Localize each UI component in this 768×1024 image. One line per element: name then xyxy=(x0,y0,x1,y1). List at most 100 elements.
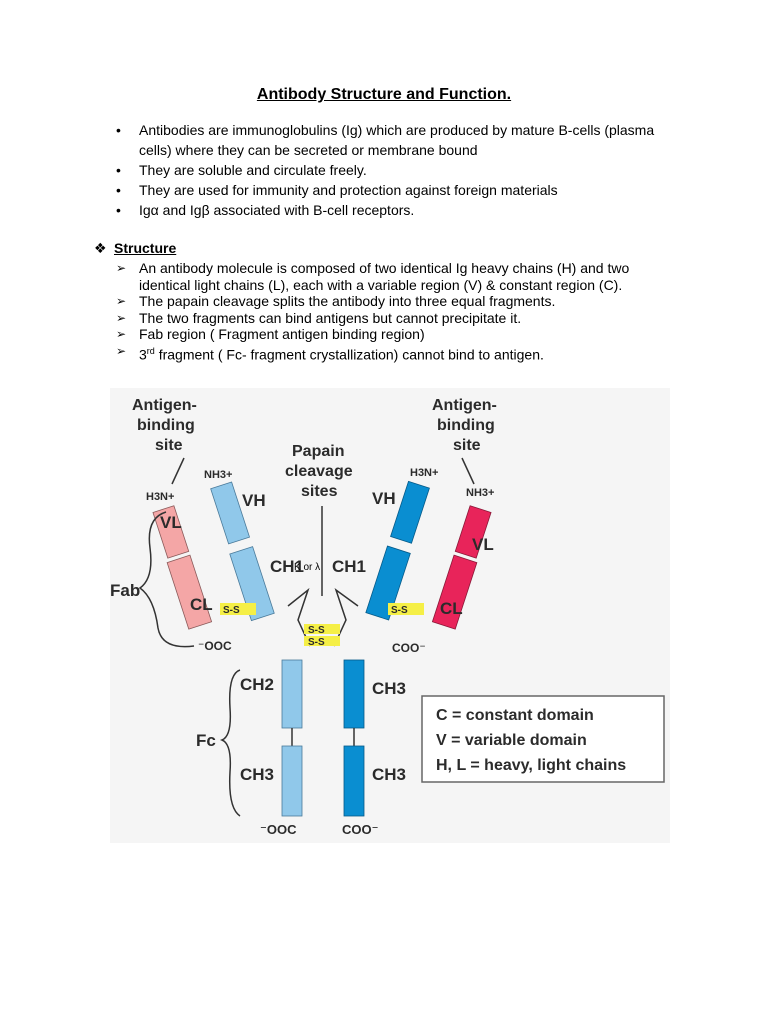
left-ch1-domain xyxy=(229,546,275,622)
structure-item-text: An antibody molecule is composed of two … xyxy=(139,260,630,293)
bullet-text: They are used for immunity and protectio… xyxy=(139,182,558,198)
disulfide-right-label: S-S xyxy=(391,605,408,616)
structure-item-text: The two fragments can bind antigens but … xyxy=(139,309,522,326)
h3n-label: H3N+ xyxy=(146,491,174,503)
antigen-site-left-line2: binding xyxy=(137,417,195,434)
fab-label: Fab xyxy=(110,581,140,600)
structure-heading: ❖ Structure xyxy=(94,240,176,257)
bullet-icon: • xyxy=(116,162,121,178)
left-heavy-chain-fab xyxy=(210,481,275,622)
h3n-label-right: H3N+ xyxy=(410,467,438,479)
structure-item: ➢ The papain cleavage splits the antibody… xyxy=(116,293,676,310)
arrow-bullet-icon: ➢ xyxy=(116,261,127,275)
k-or-lambda-label: K or λ xyxy=(294,562,320,573)
left-light-chain xyxy=(152,505,213,630)
legend-line-3: H, L = heavy, light chains xyxy=(436,757,626,774)
right-vh-domain xyxy=(390,480,430,544)
legend-box xyxy=(421,695,665,783)
antigen-site-left-line3: site xyxy=(155,437,183,454)
bullet-text: Antibodies are immunoglobulins (Ig) whic… xyxy=(139,122,655,158)
vh-label-left: VH xyxy=(242,491,266,510)
bullet-icon: • xyxy=(116,202,121,218)
structure-item: ➢ 3rd fragment ( Fc- fragment crystalliza… xyxy=(116,343,676,363)
fc-left-ch2-domain xyxy=(281,659,303,729)
structure-heading-text: Structure xyxy=(114,240,177,256)
disulfide-hinge-1 xyxy=(304,624,340,634)
ooc-label-top-left: ⁻OOC xyxy=(198,639,232,653)
antigen-site-right-line1: Antigen- xyxy=(432,397,497,414)
structure-item-text: The papain cleavage splits the antibody … xyxy=(139,293,556,309)
structure-item: ➢ The two fragments can bind antigens but… xyxy=(116,310,676,327)
papain-line3: sites xyxy=(301,483,338,500)
antigen-site-right-line3: site xyxy=(453,437,481,454)
pointer-line-right xyxy=(461,457,475,485)
bullet-text: Igα and Igβ associated with B-cell recep… xyxy=(139,202,415,218)
ch3-label-right-top: CH3 xyxy=(372,679,406,698)
cl-label-left: CL xyxy=(190,595,213,614)
bullet-item: • Antibodies are immunoglobulins (Ig) whi… xyxy=(116,120,676,160)
disulfide-hinge-2-label: S-S xyxy=(308,637,325,648)
left-vh-domain xyxy=(210,481,251,545)
fab-brace xyxy=(138,511,195,648)
bullet-text: They are soluble and circulate freely. xyxy=(139,162,367,178)
ch3-label-left: CH3 xyxy=(240,765,274,784)
ch1-label-right: CH1 xyxy=(332,557,366,576)
left-cl-domain xyxy=(166,554,213,630)
bullet-item: • They are soluble and circulate freely. xyxy=(116,160,676,180)
antibody-diagram-svg: Antigen- binding site Antigen- binding s… xyxy=(110,388,670,843)
diamond-bullet-icon: ❖ xyxy=(94,240,107,256)
coo-label-bottom-right: COO⁻ xyxy=(342,822,378,837)
structure-item: ➢ An antibody molecule is composed of two… xyxy=(116,260,676,293)
legend-line-1: C = constant domain xyxy=(436,707,594,724)
fc-right-ch3-domain xyxy=(343,745,365,817)
legend-line-2: V = variable domain xyxy=(436,732,587,749)
vl-label-right: VL xyxy=(472,535,494,554)
disulfide-left xyxy=(220,603,256,615)
antigen-site-left-line1: Antigen- xyxy=(132,397,197,414)
page-title: Antibody Structure and Function. xyxy=(256,86,512,103)
ch2-label-left: CH2 xyxy=(240,675,274,694)
pointer-line-left xyxy=(171,457,185,485)
left-vl-domain xyxy=(152,505,190,559)
right-ch1-domain xyxy=(365,545,411,621)
papain-line2: cleavage xyxy=(285,463,353,480)
arrow-bullet-icon: ➢ xyxy=(116,327,127,341)
vl-label-left: VL xyxy=(160,513,182,532)
ordinal-suffix: rd xyxy=(146,345,155,356)
structure-item-text: fragment ( Fc- fragment crystallization)… xyxy=(154,346,544,363)
right-cl-domain xyxy=(431,554,478,630)
disulfide-left-label: S-S xyxy=(223,605,240,616)
fc-right-ch2-domain xyxy=(343,659,365,729)
nh3-label-left: NH3+ xyxy=(204,469,232,481)
ooc-label-bottom-left: ⁻OOC xyxy=(260,822,297,837)
fc-label: Fc xyxy=(196,731,216,750)
ch3-label-right: CH3 xyxy=(372,765,406,784)
disulfide-right xyxy=(388,603,424,615)
coo-label-top-right: COO⁻ xyxy=(392,641,426,655)
arrow-bullet-icon: ➢ xyxy=(116,343,127,358)
fc-brace xyxy=(219,669,241,817)
arrow-bullet-icon: ➢ xyxy=(116,310,127,325)
right-light-chain xyxy=(431,505,492,630)
structure-item-text: Fab region ( Fragment antigen binding re… xyxy=(139,326,425,342)
fc-left-ch3-domain xyxy=(281,745,303,817)
right-vl-domain xyxy=(454,505,492,559)
papain-line1: Papain xyxy=(292,443,344,460)
antigen-site-right-line2: binding xyxy=(437,417,495,434)
bullet-icon: • xyxy=(116,182,121,198)
arrow-bullet-icon: ➢ xyxy=(116,294,127,308)
bullet-icon: • xyxy=(116,122,121,138)
intro-bullets: • Antibodies are immunoglobulins (Ig) whi… xyxy=(116,120,676,220)
nh3-label-right: NH3+ xyxy=(466,487,494,499)
disulfide-hinge-2 xyxy=(304,636,340,646)
cl-label-right: CL xyxy=(440,599,463,618)
vh-label-right: VH xyxy=(372,489,396,508)
bullet-item: • They are used for immunity and protecti… xyxy=(116,180,676,200)
right-heavy-chain-fab xyxy=(365,480,430,621)
structure-item: ➢ Fab region ( Fragment antigen binding r… xyxy=(116,326,676,343)
ch1-label-left: CH1 xyxy=(270,557,304,576)
disulfide-hinge-1-label: S-S xyxy=(308,625,325,636)
structure-items: ➢ An antibody molecule is composed of two… xyxy=(116,260,676,363)
bullet-item: • Igα and Igβ associated with B-cell rece… xyxy=(116,200,676,220)
ordinal-number: 3 xyxy=(139,346,147,363)
